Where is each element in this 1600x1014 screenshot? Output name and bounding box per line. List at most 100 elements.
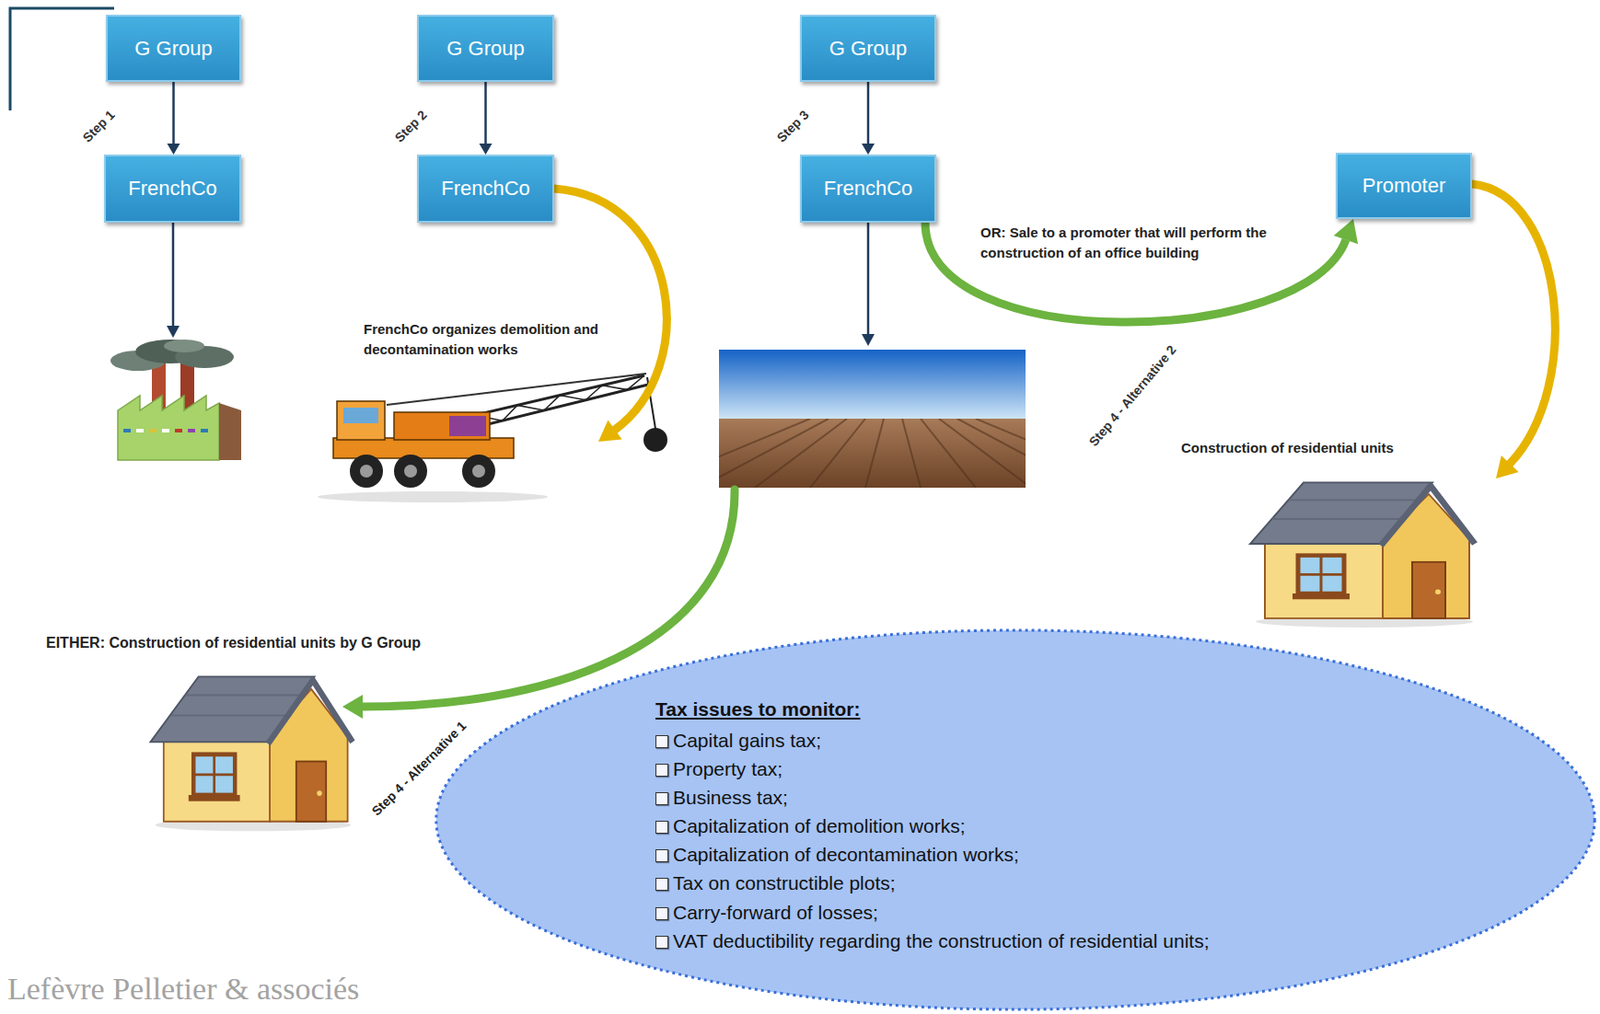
issue-text: Carry-forward of losses; <box>672 902 879 924</box>
issue-text: Property tax; <box>672 758 783 780</box>
factory-illustration <box>117 395 220 461</box>
cleared-land-photo <box>939 418 1026 488</box>
checkbox-icon <box>655 878 669 892</box>
crane-truck-illustration <box>449 416 487 437</box>
issue-text: Capitalization of demolition works; <box>672 815 965 837</box>
box-label: Promoter <box>1362 173 1446 198</box>
step-label: Step 2 <box>391 106 429 145</box>
yellow-arrow <box>1495 455 1519 479</box>
box-label: G Group <box>829 36 907 61</box>
entity-box: FrenchCo <box>104 154 242 223</box>
crane-truck-illustration <box>317 491 548 503</box>
cleared-land-photo <box>957 418 1026 488</box>
list-item: Property tax; <box>655 754 783 784</box>
entity-box: FrenchCo <box>417 154 555 223</box>
cleared-land-photo <box>975 418 1026 488</box>
entity-box: G Group <box>800 14 937 82</box>
annotation-text: Construction of residential units <box>1181 440 1394 456</box>
box-label: G Group <box>446 36 524 61</box>
cleared-land-photo <box>865 418 884 488</box>
cleared-land-photo <box>920 418 976 488</box>
checkbox-icon <box>655 764 669 777</box>
step-label: Step 4 - Alternative 2 <box>1086 342 1180 450</box>
box-text-group: G Group <box>446 36 524 61</box>
box-text-group: FrenchCo <box>440 176 531 201</box>
checkbox-icon <box>655 821 669 835</box>
annotation-text: FrenchCo organizes demolition and decont… <box>363 319 613 360</box>
house-illustration <box>1250 482 1475 628</box>
connector-line <box>925 222 1346 323</box>
crane-truck-illustration <box>359 464 373 478</box>
crane-truck-illustration <box>317 373 668 503</box>
step-label: Step 1 <box>79 106 117 145</box>
issue-text: Business tax; <box>672 787 789 809</box>
cleared-land-photo <box>902 418 921 488</box>
crane-truck-illustration <box>472 464 486 478</box>
crane-truck-illustration <box>462 454 496 488</box>
crane-truck-illustration <box>394 412 490 441</box>
box-text-group: G Group <box>829 36 907 61</box>
down-arrow <box>867 222 870 336</box>
annotation-text: OR: Sale to a promoter that will perform… <box>980 224 1267 261</box>
entity-box: Promoter <box>1335 152 1473 220</box>
factory-illustration <box>187 428 196 433</box>
connector-arrow <box>167 81 181 155</box>
crane-truck-illustration <box>394 454 428 488</box>
crane-truck-illustration <box>349 454 383 488</box>
box-label: FrenchCo <box>823 176 914 201</box>
crane-truck-illustration <box>333 438 514 459</box>
cleared-land-photo <box>718 349 1026 420</box>
arrow-head <box>1333 219 1358 244</box>
box-label: G Group <box>134 36 212 61</box>
box-text-group: FrenchCo <box>127 176 218 201</box>
list-heading: Tax issues to monitor: <box>655 695 860 724</box>
connector-arrow <box>861 81 875 155</box>
crane-truck-illustration <box>386 373 647 406</box>
green-arrow <box>342 695 363 719</box>
checkbox-icon <box>655 849 669 863</box>
factory-illustration <box>162 428 170 433</box>
list-item: Capitalization of demolition works; <box>655 811 965 841</box>
box-label: FrenchCo <box>127 176 218 201</box>
issue-text: Tax on constructible plots; <box>672 872 896 894</box>
connector-arrow <box>925 219 1358 323</box>
tax-issues-ellipse: Tax issues to monitor:Capital gains tax;… <box>432 627 1599 1013</box>
entity-box: FrenchCo <box>800 154 937 223</box>
crane-truck-illustration <box>343 407 379 424</box>
entity-box: G Group <box>105 14 242 82</box>
watermark-text: Lefèvre Pelletier & associés <box>7 972 360 1007</box>
watermark-text: Lefèvre Pelletier & associés <box>7 972 360 1008</box>
corner-bracket <box>10 8 115 111</box>
annotation-text: OR: Sale to a promoter that will perform… <box>980 222 1289 264</box>
crane-truck-illustration <box>336 401 385 441</box>
factory-illustration <box>110 339 242 461</box>
step-label: Step 3 <box>773 106 812 145</box>
cleared-land-photo <box>718 418 829 488</box>
down-arrow <box>861 334 875 347</box>
list-item: Capital gains tax; <box>655 726 822 755</box>
ellipse-outline <box>436 630 1595 1010</box>
crane-truck-illustration <box>404 464 418 478</box>
box-text-group: Promoter <box>1362 173 1446 198</box>
issue-list: Tax issues to monitor:Capital gains tax;… <box>655 695 1209 956</box>
step-label: Step 4 - Alternative 2 <box>1086 342 1180 450</box>
connector-line <box>867 81 870 144</box>
checkbox-icon <box>655 936 669 950</box>
arrow-head <box>479 143 493 155</box>
connector-line <box>172 81 175 144</box>
step-label: Step 3 <box>773 106 812 145</box>
list-item: Business tax; <box>655 783 789 812</box>
annotation-text: FrenchCo organizes demolition and decont… <box>363 321 599 358</box>
factory-illustration <box>149 428 157 433</box>
list-item: Carry-forward of losses; <box>655 898 879 928</box>
list-item: VAT deductibility regarding the construc… <box>655 927 1209 956</box>
checkbox-icon <box>655 735 669 749</box>
connector-arrow <box>479 81 493 155</box>
crane-truck-illustration <box>643 428 668 453</box>
annotation-text: EITHER: Construction of residential unit… <box>46 635 421 651</box>
entity-box: G Group <box>417 14 555 82</box>
issue-text: Capitalization of decontamination works; <box>672 844 1020 866</box>
cleared-land-photo <box>718 418 1026 488</box>
factory-illustration <box>219 403 242 461</box>
